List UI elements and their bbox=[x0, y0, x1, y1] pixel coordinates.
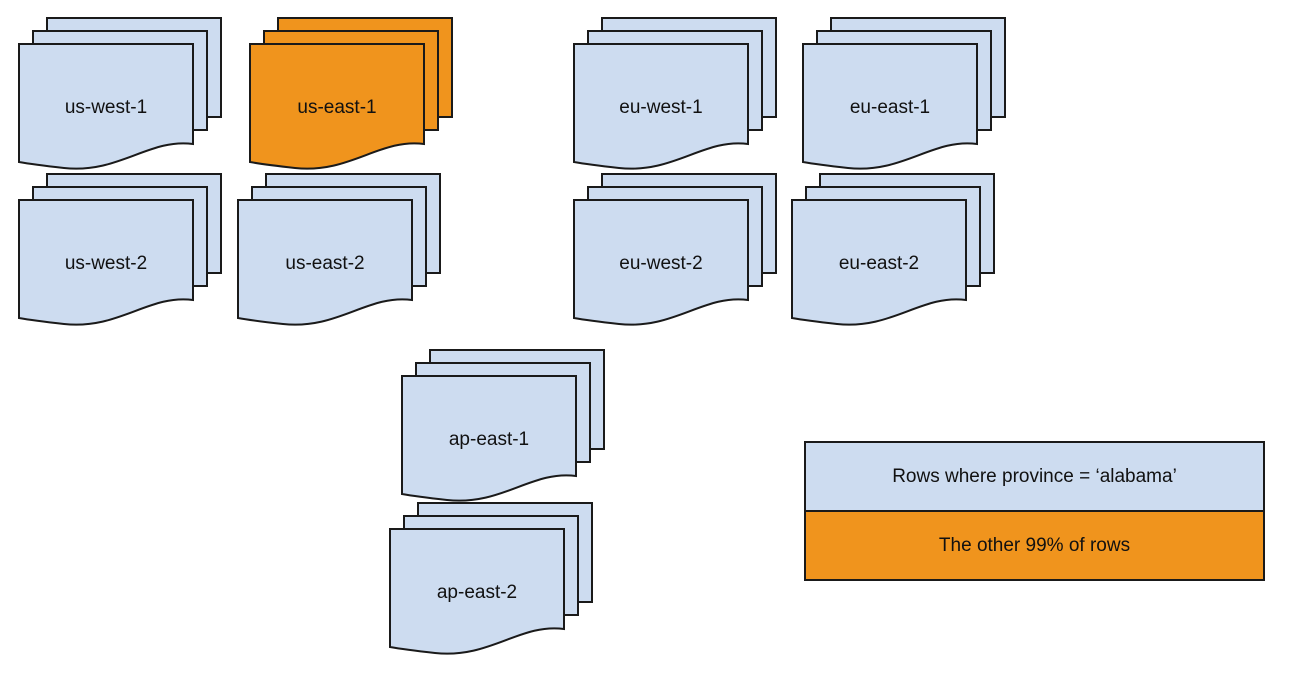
region-stack-us-east-2: us-east-2 bbox=[237, 173, 441, 329]
stack-label: eu-east-2 bbox=[839, 253, 919, 274]
doc-page-front bbox=[802, 43, 978, 170]
region-stack-eu-east-2: eu-east-2 bbox=[791, 173, 995, 329]
legend-box: Rows where province = ‘alabama’ The othe… bbox=[804, 441, 1265, 581]
document-stack-icon: eu-east-2 bbox=[791, 173, 995, 326]
stack-label: ap-east-1 bbox=[449, 429, 529, 450]
document-stack-icon: us-west-2 bbox=[18, 173, 222, 326]
legend-item-alabama-rows: Rows where province = ‘alabama’ bbox=[806, 443, 1263, 510]
stack-label: us-west-1 bbox=[65, 97, 147, 118]
region-stack-us-west-1: us-west-1 bbox=[18, 17, 222, 173]
region-stack-eu-west-2: eu-west-2 bbox=[573, 173, 777, 329]
doc-page-front bbox=[573, 43, 749, 170]
region-stack-ap-east-2: ap-east-2 bbox=[389, 502, 593, 658]
doc-page-front bbox=[389, 528, 565, 655]
doc-page-front bbox=[18, 199, 194, 326]
document-stack-icon: eu-west-1 bbox=[573, 17, 777, 170]
legend-label-alabama: Rows where province = ‘alabama’ bbox=[892, 465, 1177, 487]
stack-label: us-west-2 bbox=[65, 253, 147, 274]
doc-page-front bbox=[791, 199, 967, 326]
stack-label: eu-west-2 bbox=[619, 253, 702, 274]
document-stack-icon: us-west-1 bbox=[18, 17, 222, 170]
document-stack-icon: us-east-2 bbox=[237, 173, 441, 326]
doc-page-front bbox=[401, 375, 577, 502]
document-stack-icon: ap-east-2 bbox=[389, 502, 593, 655]
region-stack-ap-east-1: ap-east-1 bbox=[401, 349, 605, 505]
stack-label: us-east-2 bbox=[285, 253, 364, 274]
stack-label: eu-east-1 bbox=[850, 97, 930, 118]
doc-page-front bbox=[18, 43, 194, 170]
doc-page-front bbox=[249, 43, 425, 170]
document-stack-icon: eu-east-1 bbox=[802, 17, 1006, 170]
document-stack-icon: us-east-1 bbox=[249, 17, 453, 170]
region-stack-us-east-1: us-east-1 bbox=[249, 17, 453, 173]
stack-label: us-east-1 bbox=[297, 97, 376, 118]
document-stack-icon: ap-east-1 bbox=[401, 349, 605, 502]
region-stack-us-west-2: us-west-2 bbox=[18, 173, 222, 329]
document-stack-icon: eu-west-2 bbox=[573, 173, 777, 326]
legend-item-other-rows: The other 99% of rows bbox=[806, 510, 1263, 579]
doc-page-front bbox=[237, 199, 413, 326]
legend-label-other: The other 99% of rows bbox=[938, 534, 1131, 556]
region-stack-eu-west-1: eu-west-1 bbox=[573, 17, 777, 173]
stack-label: eu-west-1 bbox=[619, 97, 702, 118]
doc-page-front bbox=[573, 199, 749, 326]
region-stack-eu-east-1: eu-east-1 bbox=[802, 17, 1006, 173]
stack-label: ap-east-2 bbox=[437, 582, 517, 603]
